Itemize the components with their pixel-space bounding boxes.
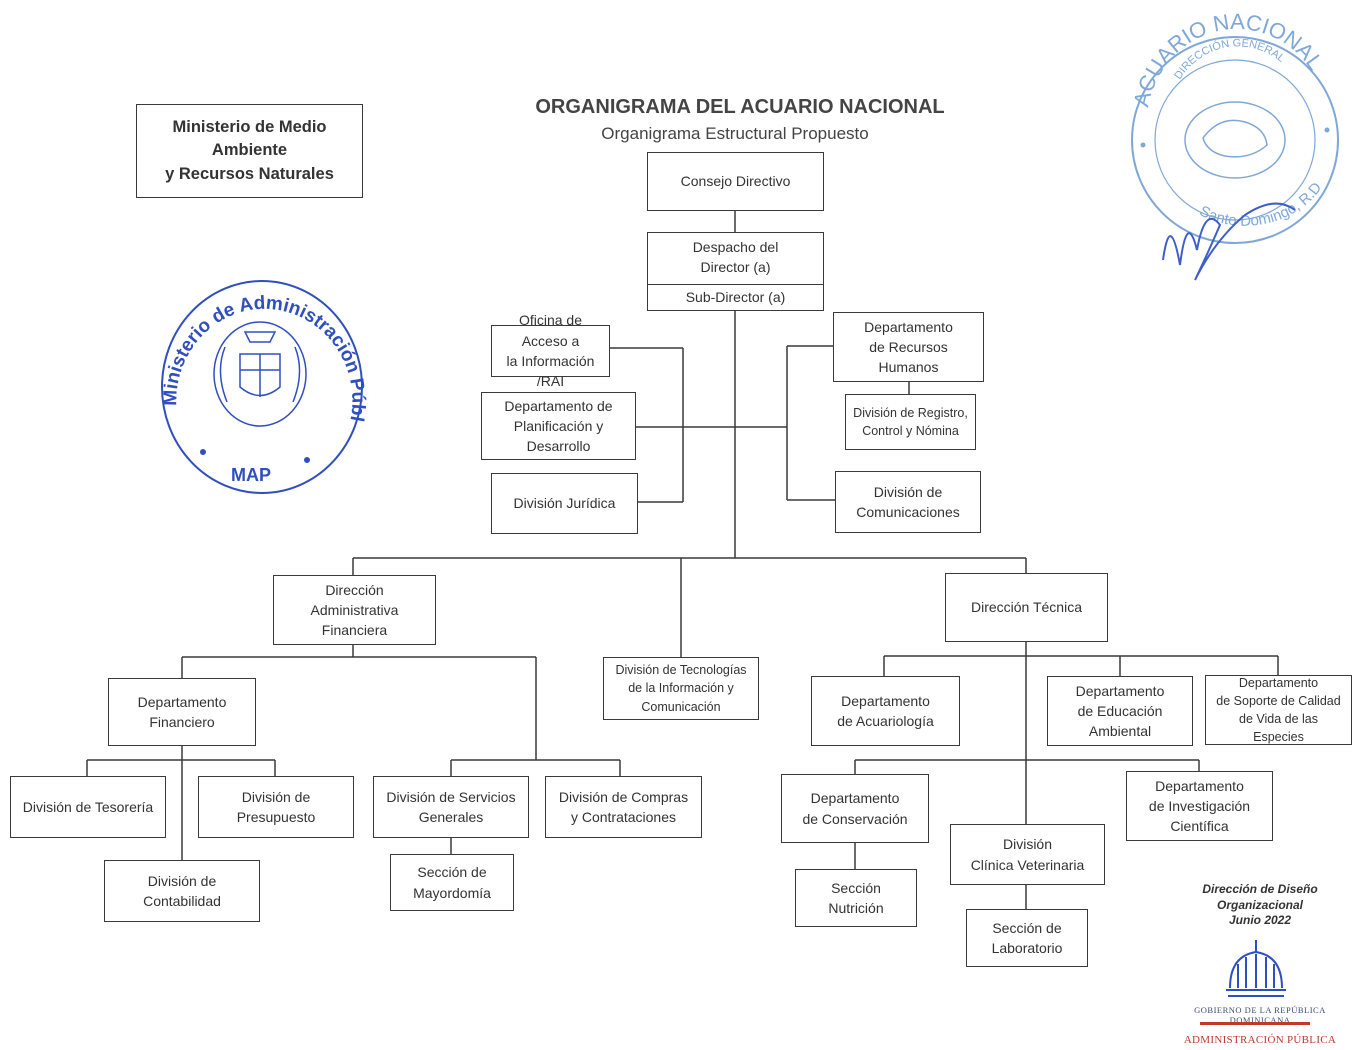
gov-divider xyxy=(1200,1022,1310,1025)
node-division-contabilidad: División de Contabilidad xyxy=(104,860,260,922)
dome-icon xyxy=(1226,940,1286,997)
node-seccion-nutricion: Sección Nutrición xyxy=(795,869,917,927)
node-compras-contrataciones: División de Compras y Contrataciones xyxy=(545,776,702,838)
node-oficina-rai: Oficina de Acceso a la Información /RAI xyxy=(491,312,610,389)
node-servicios-generales: División de Servicios Generales xyxy=(373,776,529,838)
svg-text:ACUARIO NACIONAL: ACUARIO NACIONAL xyxy=(1128,10,1328,109)
node-clinica-veterinaria: División Clínica Veterinaria xyxy=(950,824,1105,885)
node-division-presupuesto: División de Presupuesto xyxy=(198,776,354,838)
node-seccion-laboratorio: Sección de Laboratorio xyxy=(966,909,1088,967)
node-educacion-ambiental: Departamento de Educación Ambiental xyxy=(1047,676,1193,746)
despacho-divider xyxy=(647,284,824,285)
chart-subtitle: Organigrama Estructural Propuesto xyxy=(601,124,869,143)
coat-of-arms-icon xyxy=(213,321,307,427)
node-conservacion: Departamento de Conservación xyxy=(781,774,929,843)
island-map-icon xyxy=(1184,101,1286,179)
node-soporte-calidad: Departamento de Soporte de Calidad de Vi… xyxy=(1205,675,1352,745)
ministry-box: Ministerio de Medio Ambiente y Recursos … xyxy=(136,104,363,198)
node-investigacion-cientifica: Departamento de Investigación Científica xyxy=(1126,771,1273,841)
node-sub-director: Sub-Director (a) xyxy=(685,289,786,306)
acuario-seal-arc-text: ACUARIO NACIONAL xyxy=(1128,10,1328,109)
node-division-tesoreria: División de Tesorería xyxy=(10,776,166,838)
node-comunicaciones: División de Comunicaciones xyxy=(835,471,981,533)
node-direccion-tecnica: Dirección Técnica xyxy=(945,573,1108,642)
gov-label: GOBIERNO DE LA REPÚBLICA DOMINICANA xyxy=(1194,1005,1326,1025)
node-registro-nomina: División de Registro, Control y Nómina xyxy=(845,394,976,450)
node-consejo-directivo: Consejo Directivo xyxy=(647,152,824,211)
chart-title: ORGANIGRAMA DEL ACUARIO NACIONAL xyxy=(535,96,945,118)
node-division-tecnologias: División de Tecnologías de la Informació… xyxy=(603,657,759,720)
node-despacho-director: Despacho del Director (a) xyxy=(647,232,824,311)
signature-icon xyxy=(1162,202,1296,281)
design-credit: Dirección de Diseño Organizacional Junio… xyxy=(1202,882,1318,928)
node-planificacion: Departamento de Planificación y Desarrol… xyxy=(481,392,636,460)
node-acuariologia: Departamento de Acuariología xyxy=(811,676,960,746)
node-departamento-financiero: Departamento Financiero xyxy=(108,678,256,746)
node-recursos-humanos: Departamento de Recursos Humanos xyxy=(833,312,984,382)
map-seal: Ministerio de Administración Pública MAP xyxy=(155,262,368,494)
node-seccion-mayordomia: Sección de Mayordomía xyxy=(390,854,514,911)
acuario-seal: ACUARIO NACIONAL DIRECCIÓN GENERAL Santo… xyxy=(1125,10,1339,281)
node-division-juridica: División Jurídica xyxy=(491,473,638,534)
admin-publica-label: ADMINISTRACIÓN PÚBLICA xyxy=(1183,1034,1337,1046)
node-direccion-administrativa-financiera: Dirección Administrativa Financiera xyxy=(273,575,436,645)
map-seal-bottom-text: MAP xyxy=(231,465,271,485)
